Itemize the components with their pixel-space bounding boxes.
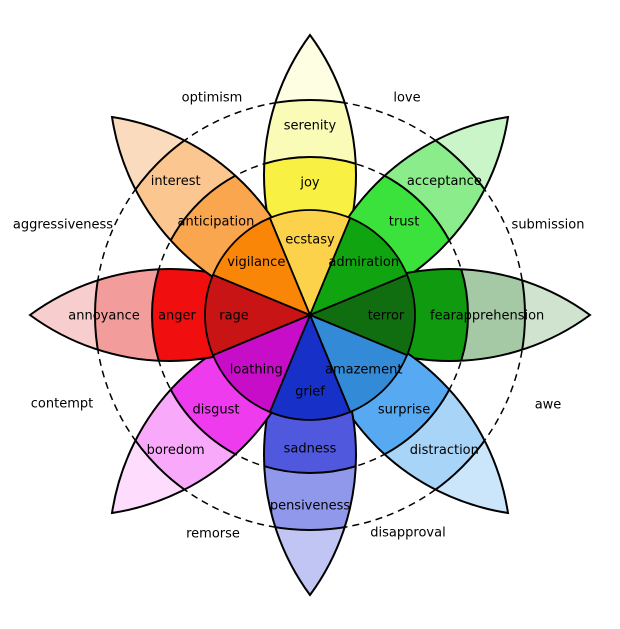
label-joy: joy — [299, 176, 320, 191]
dyad-label-remorse: remorse — [186, 527, 240, 542]
band-boundary-arc — [151, 268, 310, 362]
label-anticipation: anticipation — [178, 215, 255, 230]
band-boundary-arc — [150, 155, 343, 348]
sector-vigilance — [212, 217, 311, 316]
band-boundary-arc — [94, 268, 310, 362]
band-boundary-arc — [310, 268, 526, 362]
label-trust: trust — [389, 215, 420, 230]
dyad-label-optimism: optimism — [182, 91, 243, 106]
band-boundary-arc — [150, 282, 343, 474]
band-boundary-arc — [263, 315, 357, 531]
dyad-label-disapproval: disapproval — [370, 526, 445, 541]
dyad-label-submission: submission — [512, 218, 585, 233]
band-boundary-arc — [93, 282, 343, 531]
label-ecstasy: ecstasy — [285, 233, 335, 248]
band-boundary-arc — [277, 155, 469, 348]
band-boundary-arc — [277, 282, 526, 531]
label-grief: grief — [295, 385, 325, 400]
label-vigilance: vigilance — [227, 255, 285, 270]
band-boundary-arc — [310, 268, 469, 362]
label-amazement: amazement — [325, 362, 402, 377]
label-anger: anger — [158, 309, 196, 324]
label-annoyance: annoyance — [68, 309, 139, 324]
label-acceptance: acceptance — [407, 174, 482, 189]
dyad-label-contempt: contempt — [31, 397, 93, 412]
band-boundary-arc — [263, 315, 357, 474]
band-boundary-arc — [263, 156, 357, 315]
band-boundary-arc — [277, 282, 469, 474]
label-disgust: disgust — [192, 403, 239, 418]
label-surprise: surprise — [378, 403, 430, 418]
sector-loathing — [212, 314, 311, 413]
label-apprehension: apprehension — [456, 309, 545, 324]
label-fear: fear — [430, 309, 457, 324]
label-sadness: sadness — [284, 442, 337, 457]
sector-admiration — [309, 217, 408, 316]
sector-ecstasy — [268, 209, 352, 316]
band-boundary-arc — [277, 98, 526, 348]
band-boundary-arc — [93, 98, 343, 348]
dyad-label-love: love — [393, 91, 420, 106]
sector-terror — [309, 273, 416, 357]
label-boredom: boredom — [147, 443, 205, 458]
label-interest: interest — [151, 174, 201, 189]
label-terror: terror — [368, 309, 405, 324]
label-rage: rage — [219, 309, 249, 324]
dyad-label-aggressiveness: aggressiveness — [13, 218, 113, 233]
sector-rage — [204, 273, 311, 357]
band-boundary-arc — [263, 99, 357, 315]
label-loathing: loathing — [230, 362, 283, 377]
label-pensiveness: pensiveness — [270, 499, 351, 514]
dyad-label-awe: awe — [535, 398, 562, 413]
label-admiration: admiration — [328, 255, 399, 270]
sector-grief — [268, 314, 352, 421]
sector-amazement — [309, 314, 408, 413]
label-serenity: serenity — [284, 119, 337, 134]
label-distraction: distraction — [410, 443, 479, 458]
